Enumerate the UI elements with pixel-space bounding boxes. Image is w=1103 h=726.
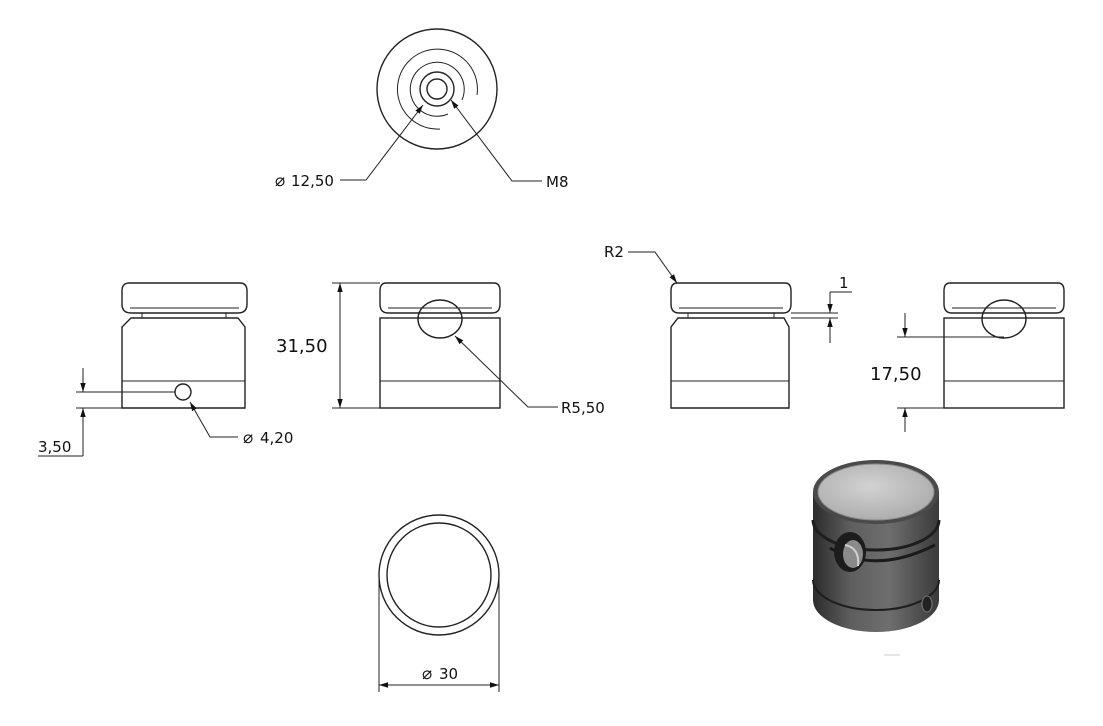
top-view: ⌀ 12,50 M8 bbox=[275, 28, 569, 191]
side-view-slot-height: 17,50 bbox=[870, 282, 1065, 432]
isometric-render bbox=[811, 460, 941, 656]
inner-diameter-label: 12,50 bbox=[291, 172, 334, 190]
thread-label: M8 bbox=[546, 173, 569, 191]
side-view-slot: 31,50 R5,50 bbox=[276, 282, 605, 417]
hole-offset-label: 3,50 bbox=[38, 438, 71, 456]
height-label: 31,50 bbox=[276, 336, 328, 357]
hole-diameter-label: 4,20 bbox=[260, 429, 293, 447]
slot-height-label: 17,50 bbox=[870, 364, 922, 385]
diameter-symbol-outer: ⌀ bbox=[422, 664, 432, 684]
bottom-view: ⌀ 30 bbox=[378, 514, 500, 692]
side-view-fillet: R2 1 bbox=[604, 243, 852, 409]
fillet-radius-label: R2 bbox=[604, 243, 624, 261]
groove-depth-label: 1 bbox=[839, 274, 849, 292]
outer-diameter-label: 30 bbox=[439, 665, 458, 683]
diameter-symbol-hole: ⌀ bbox=[243, 428, 253, 448]
side-view-hole: 3,50 ⌀ 4,20 bbox=[38, 282, 293, 457]
diameter-symbol: ⌀ bbox=[275, 171, 285, 191]
slot-radius-label: R5,50 bbox=[561, 399, 605, 417]
